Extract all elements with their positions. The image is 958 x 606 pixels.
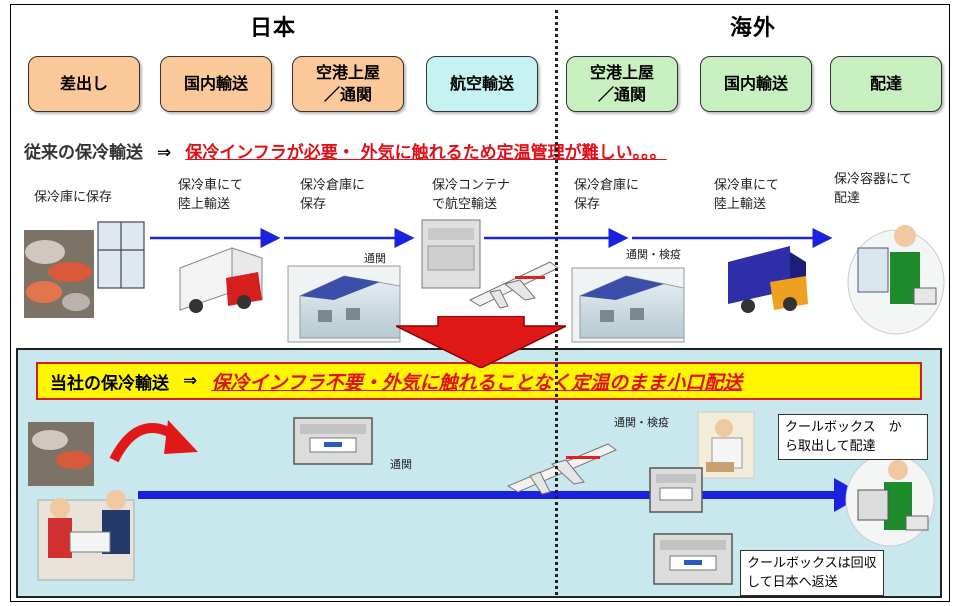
customs-quarantine-label-company: 通関・検疫 — [614, 416, 669, 429]
direct-flow-arrow-shaft — [138, 491, 838, 499]
customs-label-company: 通関 — [390, 458, 412, 471]
step-label-cold-container-air: 保冷コンテナで航空輸送 — [432, 178, 511, 212]
conventional-lead: 従来の保冷輸送 — [24, 143, 143, 163]
step-label-cold-storage: 保冷庫に保存 — [34, 190, 113, 205]
delivery-truck-icon — [728, 246, 808, 313]
cold-warehouse-icon-overseas — [571, 267, 685, 343]
stage-label: 航空輸送 — [449, 74, 514, 93]
seafood-photo — [24, 230, 94, 318]
implies-arrow: ⇒ — [183, 371, 198, 391]
stage-dispatch: 差出し — [28, 56, 140, 112]
company-section: 当社の保冷輸送 ⇒ 保冷インフラ不要・外気に触れることなく定温のまま小口配送 — [16, 348, 942, 598]
airplane-icon — [506, 443, 617, 495]
cool-box-icon — [649, 467, 703, 513]
cool-box-icon — [653, 533, 733, 585]
company-benefit: 保冷インフラ不要・外気に触れることなく定温のまま小口配送 — [211, 371, 743, 394]
step-label-refrigerated-truck-overseas: 保冷車にて陸上輸送 — [714, 178, 780, 212]
stage-airport-customs-japan: 空港上屋／通関 — [292, 56, 404, 112]
step-label-cold-warehouse-overseas: 保冷倉庫に保存 — [574, 178, 640, 212]
conventional-headline: 従来の保冷輸送 ⇒ 保冷インフラが必要・ 外気に触れるため定温管理が難しい。。。 — [24, 138, 667, 163]
company-lead: 当社の保冷輸送 — [50, 373, 169, 394]
step-label-cold-container-delivery: 保冷容器にて配達 — [834, 172, 913, 206]
stage-delivery: 配達 — [830, 56, 942, 112]
customs-label-conventional: 通関 — [364, 252, 386, 265]
airplane-icon — [468, 261, 559, 309]
stage-domestic-transport-overseas: 国内輸送 — [700, 56, 812, 112]
stage-label: 差出し — [59, 74, 108, 93]
stage-airport-customs-overseas: 空港上屋／通関 — [566, 56, 678, 112]
note-delivery-from-cool-box: クールボックス から取出して配達 — [778, 414, 928, 460]
stage-label: 国内輸送 — [183, 74, 248, 93]
customs-inspector-icon — [697, 411, 755, 479]
transition-arrow — [396, 316, 566, 368]
implies-arrow: ⇒ — [157, 143, 172, 163]
step-label-refrigerated-truck-japan: 保冷車にて陸上輸送 — [178, 178, 244, 212]
stage-domestic-transport-japan: 国内輸送 — [160, 56, 272, 112]
shipping-clerks-icon — [37, 490, 135, 581]
note-cool-box-returned: クールボックスは回収して日本へ返送 — [740, 550, 884, 596]
region-title-japan: 日本 — [250, 16, 297, 41]
delivery-person-icon — [845, 453, 935, 547]
region-title-overseas: 海外 — [730, 16, 777, 41]
seafood-photo — [28, 422, 94, 486]
conventional-problem: 保冷インフラが必要・ 外気に触れるため定温管理が難しい。。。 — [185, 143, 667, 163]
stage-label: 配達 — [869, 74, 902, 93]
stage-air-transport: 航空輸送 — [426, 56, 538, 112]
cold-container-icon — [421, 219, 481, 289]
step-label-cold-warehouse-japan: 保冷倉庫に保存 — [300, 178, 366, 212]
stage-label: 国内輸送 — [723, 74, 788, 93]
japan-overseas-divider — [555, 10, 558, 595]
refrigerated-truck-icon — [179, 247, 263, 313]
refrigerator-icon — [97, 221, 145, 289]
customs-quarantine-label-conventional: 通関・検疫 — [626, 248, 681, 261]
cool-box-icon — [293, 417, 373, 465]
company-flow-illustration — [28, 411, 935, 585]
delivery-person-icon — [847, 225, 945, 335]
cold-warehouse-icon-japan — [287, 265, 401, 343]
stage-label: 空港上屋／通関 — [589, 63, 654, 104]
stage-label: 空港上屋／通関 — [315, 63, 380, 104]
conventional-flow-illustration — [24, 219, 945, 343]
